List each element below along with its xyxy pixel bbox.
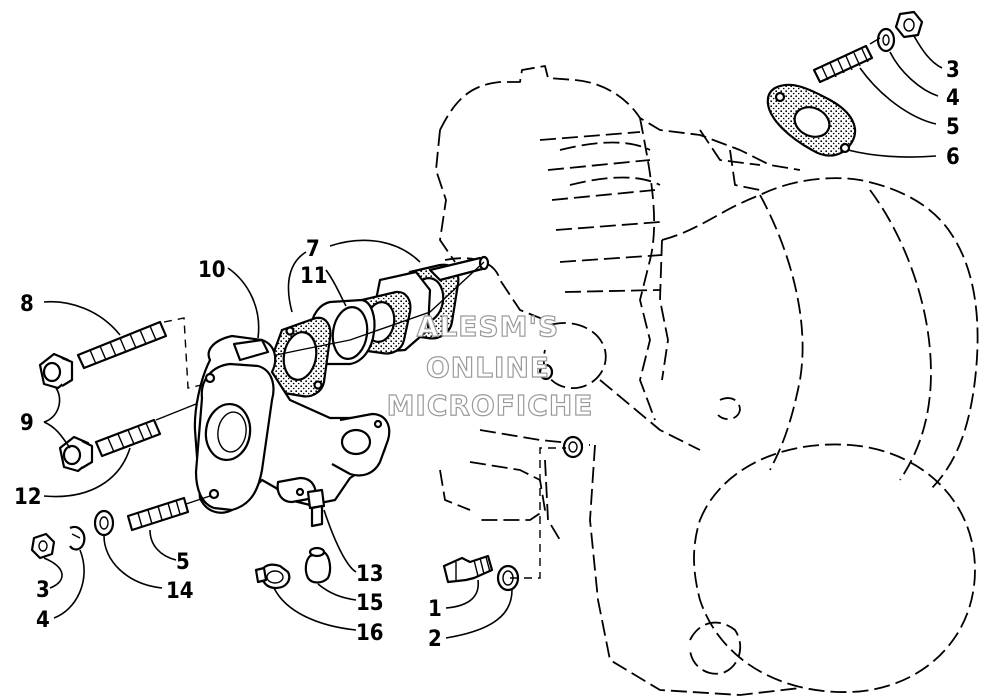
callout-5-bottom: 5 bbox=[176, 550, 190, 575]
callout-4-top: 4 bbox=[946, 86, 960, 111]
callout-4-bottom: 4 bbox=[36, 608, 50, 633]
hose-clamp bbox=[254, 563, 291, 590]
callout-2: 2 bbox=[428, 627, 442, 652]
watermark-line2: ONLINE bbox=[426, 351, 550, 384]
callout-14: 14 bbox=[166, 579, 194, 604]
inner-gasket bbox=[266, 316, 332, 398]
dashed-alignment-lines bbox=[155, 37, 881, 579]
callout-8: 8 bbox=[20, 292, 34, 317]
top-right-gasket bbox=[766, 83, 857, 157]
callout-10: 10 bbox=[198, 258, 226, 283]
stud-lower bbox=[94, 418, 162, 458]
engine-outline bbox=[435, 65, 979, 696]
stud-bottom bbox=[126, 496, 190, 532]
watermark-line3: MICROFICHE bbox=[387, 389, 594, 422]
engine-port-details bbox=[538, 363, 584, 459]
callout-1: 1 bbox=[428, 597, 442, 622]
callout-13: 13 bbox=[356, 562, 384, 587]
callout-3-top: 3 bbox=[946, 58, 960, 83]
callout-16: 16 bbox=[356, 621, 384, 646]
callout-numbers: 3 4 5 6 7 11 10 8 9 12 5 14 3 4 13 15 16… bbox=[14, 58, 960, 652]
callout-5-top: 5 bbox=[946, 115, 960, 140]
vacuum-cap bbox=[304, 546, 332, 584]
vacuum-nipple bbox=[310, 504, 324, 528]
watermark-line1: ALESM'S bbox=[417, 310, 559, 343]
fitting-1 bbox=[442, 554, 494, 584]
top-right-stud bbox=[812, 44, 874, 84]
lockwasher-left bbox=[69, 525, 86, 551]
flange-nut-lower bbox=[58, 435, 94, 473]
flange-nut-upper bbox=[38, 352, 74, 390]
watermark: ALESM'S ONLINE MICROFICHE bbox=[386, 309, 594, 422]
callout-9: 9 bbox=[20, 411, 34, 436]
washer-left-14 bbox=[93, 509, 115, 537]
alignment-centerline bbox=[261, 261, 485, 359]
top-right-nut bbox=[894, 10, 924, 39]
leader-lines bbox=[43, 35, 943, 639]
callout-7: 7 bbox=[306, 237, 320, 262]
callout-11: 11 bbox=[300, 264, 328, 289]
nut-left bbox=[30, 532, 56, 560]
intake-manifold bbox=[193, 334, 391, 514]
callout-3-bottom: 3 bbox=[36, 578, 50, 603]
callout-12: 12 bbox=[14, 485, 42, 510]
stud-upper bbox=[76, 320, 168, 370]
callout-15: 15 bbox=[356, 591, 384, 616]
top-right-washer bbox=[876, 27, 896, 53]
callout-6: 6 bbox=[946, 145, 960, 170]
